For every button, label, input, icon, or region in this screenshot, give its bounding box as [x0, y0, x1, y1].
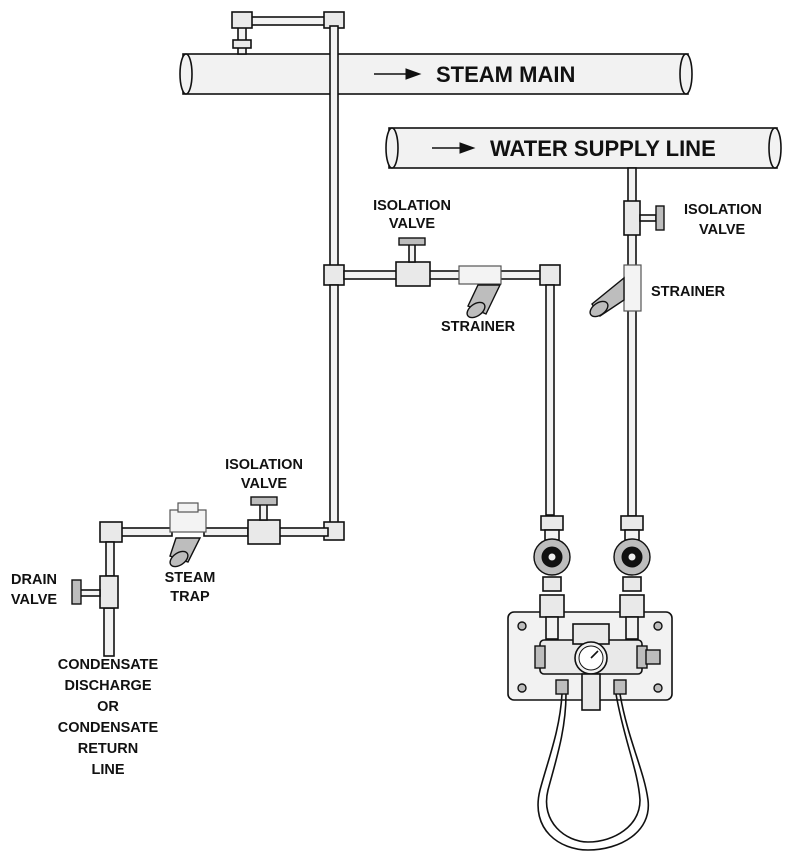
drain-valve-label: DRAIN — [11, 572, 57, 588]
isolation-valve-label: ISOLATION — [684, 202, 762, 218]
label-drain-valve: DRAIN VALVE — [11, 572, 58, 608]
temperature-gauge-icon — [574, 641, 608, 675]
steam-branch-pipe — [323, 264, 561, 526]
steam-trap-label: STEAM — [165, 570, 216, 586]
drain-valve-label: VALVE — [11, 592, 58, 608]
strainer-right-label: STRAINER — [651, 284, 726, 300]
strainer-mid-label: STRAINER — [441, 319, 516, 335]
valve-handwheel-icon — [250, 496, 278, 506]
label-isolation-valve-low: ISOLATION VALVE — [225, 457, 303, 492]
valve-handwheel-icon — [613, 538, 651, 576]
isolation-valve-right — [623, 200, 665, 236]
condensate-label-line: CONDENSATE — [58, 720, 159, 736]
strainer-right — [589, 264, 642, 318]
water-supply-line-label: WATER SUPPLY LINE — [490, 136, 716, 161]
drain-valve — [71, 575, 119, 609]
arrow-right-icon — [374, 68, 422, 80]
condensate-label-line: CONDENSATE — [58, 657, 159, 673]
steam-trap — [169, 502, 207, 568]
mixing-valve-assembly — [507, 515, 673, 851]
steam-trap-label: TRAP — [170, 589, 210, 605]
condensate-label-line: OR — [97, 699, 119, 715]
condensate-label-line: LINE — [91, 762, 124, 778]
steam-main-pipe: STEAM MAIN — [179, 53, 693, 95]
isolation-valve-label: VALVE — [241, 476, 288, 492]
label-isolation-valve-top: ISOLATION VALVE — [373, 198, 451, 232]
label-isolation-valve-right: ISOLATION VALVE — [684, 202, 762, 238]
isolation-valve-label: VALVE — [699, 222, 746, 238]
isolation-valve-top — [395, 237, 431, 287]
condensate-label-line: DISCHARGE — [64, 678, 151, 694]
steam-takeoff-pipe — [231, 11, 345, 273]
strainer-mid — [458, 265, 502, 319]
isolation-valve-label: ISOLATION — [225, 457, 303, 473]
steam-main-label: STEAM MAIN — [436, 62, 575, 87]
water-supply-pipe: WATER SUPPLY LINE — [385, 127, 782, 169]
valve-handwheel-icon — [655, 205, 665, 231]
valve-handwheel-icon — [398, 237, 426, 246]
isolation-valve-low — [247, 496, 281, 545]
condensate-label-line: RETURN — [78, 741, 138, 757]
valve-handwheel-icon — [71, 579, 82, 605]
valve-handwheel-icon — [533, 538, 571, 576]
label-steam-trap: STEAM TRAP — [165, 570, 216, 605]
arrow-right-icon — [432, 142, 476, 154]
steam-trap-branch-pipe — [99, 521, 345, 657]
isolation-valve-label: ISOLATION — [373, 198, 451, 214]
isolation-valve-label: VALVE — [389, 216, 436, 232]
label-condensate: CONDENSATE DISCHARGE OR CONDENSATE RETUR… — [58, 657, 159, 778]
